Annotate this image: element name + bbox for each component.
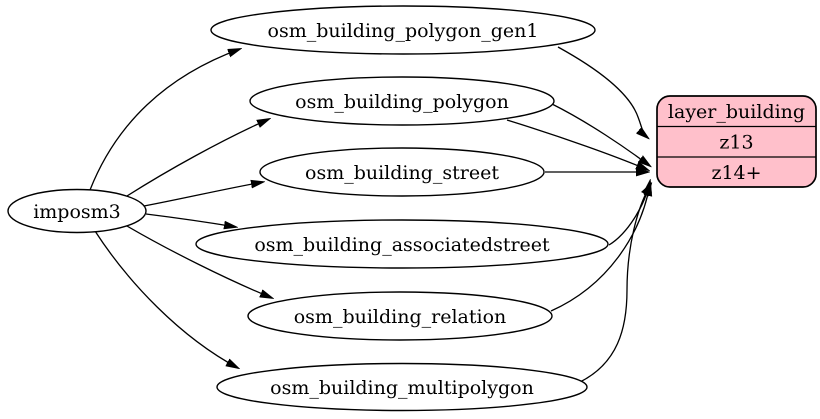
node-imposm3: imposm3 xyxy=(7,188,147,234)
osm_building_multipolygon-label: osm_building_multipolygon xyxy=(270,377,534,399)
layer_building-row-z13: z13 xyxy=(719,132,753,154)
osm_building_polygon-label: osm_building_polygon xyxy=(295,91,509,113)
layer_building-box xyxy=(656,95,817,188)
edge-imposm3-to-osm_building_associatedstreet xyxy=(145,213,236,227)
node-osm_building_multipolygon: osm_building_multipolygon xyxy=(216,362,588,412)
node-osm_building_polygon_gen1: osm_building_polygon_gen1 xyxy=(210,5,596,55)
imposm3-ellipse xyxy=(7,188,147,234)
osm_building_polygon_gen1-ellipse xyxy=(210,5,596,55)
edge-osm_building_polygon_gen1-to-z13 xyxy=(557,46,648,138)
node-osm_building_associatedstreet: osm_building_associatedstreet xyxy=(195,219,609,269)
edges-from-source xyxy=(89,49,272,368)
edge-osm_building_associatedstreet-to-z14 xyxy=(608,181,650,246)
edge-imposm3-to-osm_building_relation xyxy=(126,225,272,298)
osm_building_street-ellipse xyxy=(259,147,545,197)
edge-osm_building_polygon-to-z14-alt xyxy=(506,119,648,170)
edge-osm_building_multipolygon-to-z14 xyxy=(577,184,651,384)
osm_building_polygon-ellipse xyxy=(249,76,555,126)
edge-imposm3-to-osm_building_polygon_gen1 xyxy=(89,49,240,191)
osm_building_associatedstreet-ellipse xyxy=(195,219,609,269)
osm_building_relation-label: osm_building_relation xyxy=(294,306,507,328)
imposm3-label: imposm3 xyxy=(33,201,121,223)
osm_building_street-label: osm_building_street xyxy=(305,162,499,184)
edge-osm_building_polygon-to-z14 xyxy=(551,103,650,166)
layer_building-title: layer_building xyxy=(668,101,805,123)
edge-imposm3-to-osm_building_polygon xyxy=(126,119,269,197)
node-osm_building_relation: osm_building_relation xyxy=(247,291,553,341)
node-layer_building: layer_building z13 z14+ xyxy=(656,95,817,188)
layer_building-row-z14: z14+ xyxy=(711,162,761,184)
edge-imposm3-to-osm_building_street xyxy=(143,182,263,207)
edge-imposm3-to-osm_building_multipolygon xyxy=(94,230,238,368)
node-osm_building_street: osm_building_street xyxy=(259,147,545,197)
osm_building_multipolygon-ellipse xyxy=(216,362,588,412)
osm_building_relation-ellipse xyxy=(247,291,553,341)
osm_building_polygon_gen1-label: osm_building_polygon_gen1 xyxy=(268,20,539,42)
osm_building_associatedstreet-label: osm_building_associatedstreet xyxy=(254,234,550,256)
edges-to-layer xyxy=(506,46,651,384)
edge-osm_building_relation-to-z14 xyxy=(550,184,650,312)
node-osm_building_polygon: osm_building_polygon xyxy=(249,76,555,126)
